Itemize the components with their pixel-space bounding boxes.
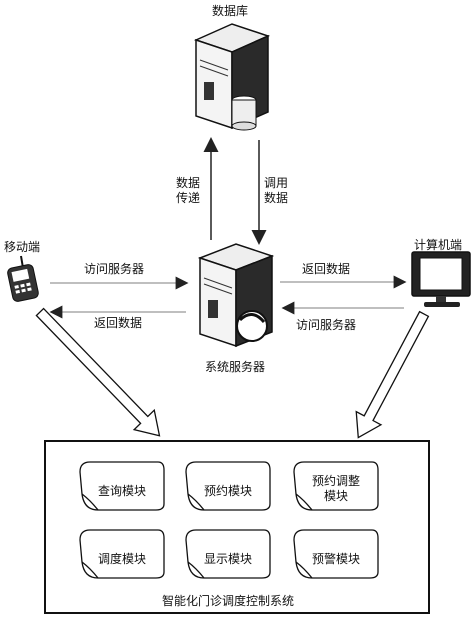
module-box xyxy=(79,529,165,579)
mobile-phone-icon xyxy=(7,255,39,302)
database-icon xyxy=(193,23,271,131)
module-shapes xyxy=(79,461,379,579)
system-title: 智能化门诊调度控制系统 xyxy=(162,594,295,608)
module-curl xyxy=(187,493,205,511)
database-label: 数据库 xyxy=(212,4,249,18)
system-box xyxy=(44,440,430,614)
computer-label: 计算机端 xyxy=(414,238,463,252)
module-curl xyxy=(187,561,205,579)
edge-label-mobile-to-server: 访问服务器 xyxy=(84,262,145,276)
server-icon xyxy=(197,243,275,348)
module-curl xyxy=(295,561,313,579)
module-label: 调度模块 xyxy=(97,552,146,566)
module-label: 预约模块 xyxy=(203,484,252,498)
module-box xyxy=(293,529,379,579)
module-box xyxy=(185,529,271,579)
edge-label-computer-to-server: 访问服务器 xyxy=(296,318,357,332)
module-label: 预警模块 xyxy=(311,552,360,566)
module-label: 显示模块 xyxy=(203,552,252,566)
hollow-arrow-mobile-to-system xyxy=(35,307,161,437)
edge-label-server-to-mobile: 返回数据 xyxy=(94,316,143,330)
module-curl xyxy=(295,493,313,511)
module-box xyxy=(293,461,379,511)
server-label: 系统服务器 xyxy=(205,360,266,374)
mobile-label: 移动端 xyxy=(4,240,41,254)
edge-label-server-to-db: 数据 传递 xyxy=(176,176,201,205)
module-curl xyxy=(81,561,99,579)
module-curl xyxy=(81,493,99,511)
edge-label-db-to-server: 调用 数据 xyxy=(264,176,289,205)
module-box xyxy=(185,461,271,511)
module-label: 预约调整 模块 xyxy=(311,474,360,503)
module-label: 查询模块 xyxy=(97,484,146,498)
edge-label-server-to-computer: 返回数据 xyxy=(302,262,351,276)
computer-monitor-icon xyxy=(411,251,471,307)
module-box xyxy=(79,461,165,511)
hollow-arrow-computer-to-system xyxy=(355,310,430,439)
